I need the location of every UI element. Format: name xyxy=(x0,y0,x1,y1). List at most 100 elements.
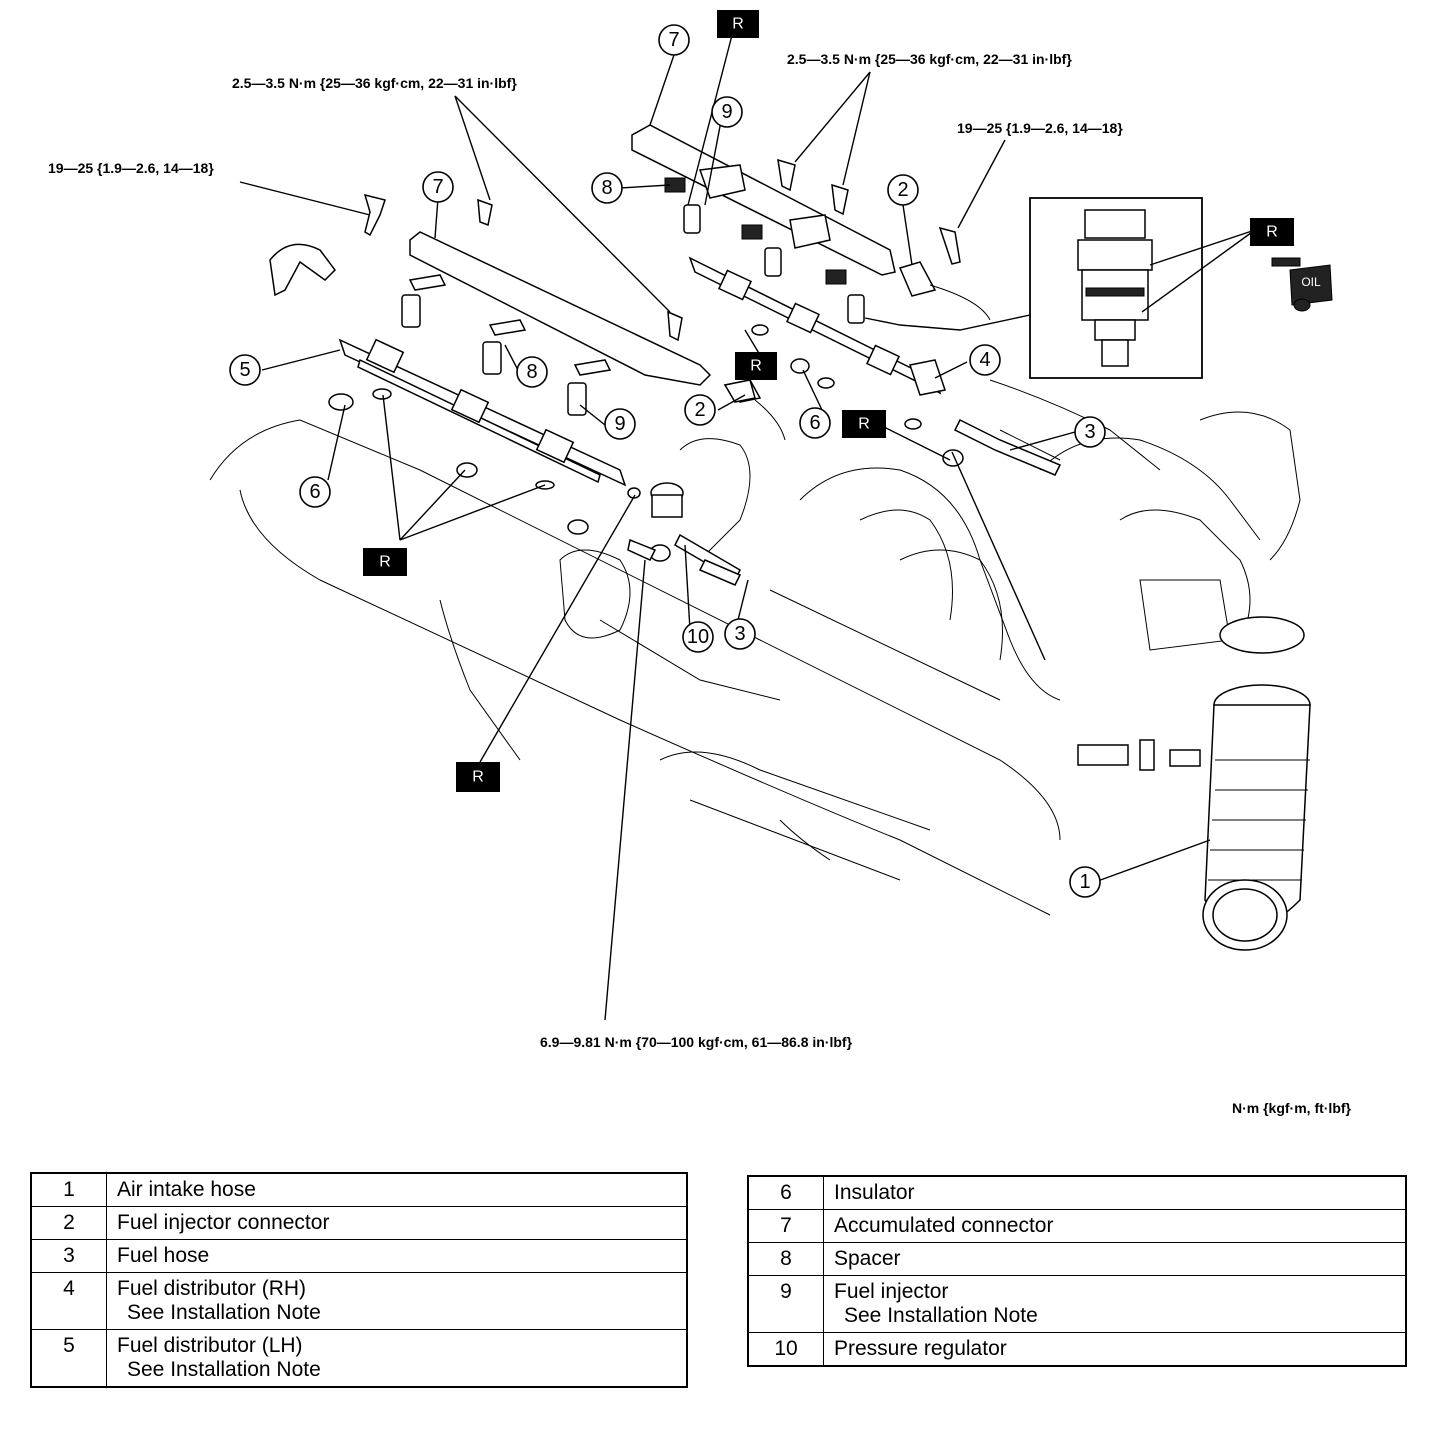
legend-part-name: Fuel distributor (RH) xyxy=(117,1277,307,1300)
bolts-drawing xyxy=(363,158,961,342)
legend-row: 10 Pressure regulator xyxy=(747,1332,1407,1367)
svg-text:2: 2 xyxy=(897,179,908,201)
legend-note: See Installation Note xyxy=(127,1301,321,1324)
torque-units-label: N·m {kgf·m, ft·lbf} xyxy=(1232,1100,1352,1116)
engine-outline xyxy=(209,379,1301,916)
callout-4: 4 xyxy=(969,344,1001,376)
svg-text:R: R xyxy=(1266,224,1278,241)
callout-10: 10 xyxy=(682,621,714,653)
legend-number: 1 xyxy=(30,1172,107,1207)
injector-detail-inset xyxy=(864,197,1203,379)
svg-text:R: R xyxy=(750,358,762,375)
legend-row: 1 Air intake hose xyxy=(30,1172,688,1207)
callout-8a: 8 xyxy=(591,172,623,204)
svg-text:1: 1 xyxy=(1079,871,1090,893)
injectors-right-drawing xyxy=(664,177,865,324)
exploded-parts-diagram: 2.5—3.5 N·m {25—36 kgf·cm, 22—31 in·lbf}… xyxy=(48,10,1352,1116)
accumulated-connector-left-drawing xyxy=(269,231,712,386)
legend-row: 8 Spacer xyxy=(747,1242,1407,1276)
fuel-distributor-lh-drawing xyxy=(328,338,641,535)
legend-number: 3 xyxy=(30,1239,107,1273)
replace-mark-center: R xyxy=(735,352,777,380)
callout-6b: 6 xyxy=(799,407,831,439)
svg-text:3: 3 xyxy=(1084,421,1095,443)
callout-1: 1 xyxy=(1069,866,1101,898)
parts-legend-right: 6 Insulator 7 Accumulated connector 8 Sp… xyxy=(747,1175,1407,1367)
legend-row: 2 Fuel injector connector xyxy=(30,1206,688,1240)
legend-part-name: Accumulated connector xyxy=(834,1214,1054,1237)
legend-part-name: Fuel injector connector xyxy=(117,1211,330,1234)
callout-9b: 9 xyxy=(604,408,636,440)
legend-part-name: Fuel hose xyxy=(117,1244,210,1267)
svg-text:7: 7 xyxy=(432,176,443,198)
svg-text:R: R xyxy=(379,554,391,571)
svg-text:R: R xyxy=(732,16,744,33)
legend-row: 5 Fuel distributor (LH)See Installation … xyxy=(30,1329,688,1388)
legend-part-name: Spacer xyxy=(834,1247,901,1270)
legend-number: 9 xyxy=(747,1275,824,1333)
legend-note: See Installation Note xyxy=(127,1358,321,1381)
replace-mark-regulator: R xyxy=(456,762,500,792)
svg-text:8: 8 xyxy=(601,177,612,199)
legend-number: 8 xyxy=(747,1242,824,1276)
torque-label-top-right: 2.5—3.5 N·m {25—36 kgf·cm, 22—31 in·lbf} xyxy=(787,51,1072,67)
accumulated-connector-right-drawing xyxy=(631,124,896,276)
svg-text:5: 5 xyxy=(239,359,250,381)
legend-part-name: Insulator xyxy=(834,1181,915,1204)
legend-row: 7 Accumulated connector xyxy=(747,1209,1407,1243)
parts-legend-left: 1 Air intake hose 2 Fuel injector connec… xyxy=(30,1172,688,1388)
legend-part-name: Pressure regulator xyxy=(834,1337,1007,1360)
svg-text:9: 9 xyxy=(721,101,732,123)
callout-6a: 6 xyxy=(299,476,331,508)
svg-text:8: 8 xyxy=(526,361,537,383)
torque-label-right: 19—25 {1.9—2.6, 14—18} xyxy=(957,120,1123,136)
legend-number: 5 xyxy=(30,1329,107,1388)
leader-lines xyxy=(239,11,1256,1021)
svg-text:3: 3 xyxy=(734,623,745,645)
torque-label-left: 19—25 {1.9—2.6, 14—18} xyxy=(48,160,214,176)
replace-mark-inset: R xyxy=(1250,218,1294,246)
replace-mark-right-rail: R xyxy=(842,410,886,438)
legend-part-name: Fuel injector xyxy=(834,1280,949,1303)
legend-row: 4 Fuel distributor (RH)See Installation … xyxy=(30,1272,688,1330)
legend-part-name: Fuel distributor (LH) xyxy=(117,1334,303,1357)
svg-text:10: 10 xyxy=(687,626,709,648)
legend-number: 10 xyxy=(747,1332,824,1367)
callout-2a: 2 xyxy=(887,174,919,206)
svg-text:2: 2 xyxy=(694,399,705,421)
replace-mark-top: R xyxy=(717,10,759,38)
svg-text:4: 4 xyxy=(979,349,990,371)
callout-7b: 7 xyxy=(422,171,454,203)
legend-note: See Installation Note xyxy=(844,1304,1038,1327)
replace-mark-left-rail: R xyxy=(363,548,407,576)
callout-5: 5 xyxy=(229,354,261,386)
callout-3a: 3 xyxy=(1074,416,1106,448)
legend-number: 6 xyxy=(747,1175,824,1210)
callout-9a: 9 xyxy=(711,96,743,128)
legend-number: 2 xyxy=(30,1206,107,1240)
legend-number: 7 xyxy=(747,1209,824,1243)
callout-7a: 7 xyxy=(658,24,690,56)
legend-row: 6 Insulator xyxy=(747,1175,1407,1210)
air-intake-hose-drawing xyxy=(1077,616,1311,951)
svg-text:9: 9 xyxy=(614,413,625,435)
legend-part-name: Air intake hose xyxy=(117,1178,256,1201)
injector-connectors-drawing xyxy=(723,261,991,441)
fuel-distributor-rh-drawing xyxy=(688,256,964,467)
svg-text:6: 6 xyxy=(309,481,320,503)
callout-3b: 3 xyxy=(724,618,756,650)
svg-text:R: R xyxy=(858,416,870,433)
pressure-regulator-drawing xyxy=(627,418,1062,586)
oil-mark-label: OIL xyxy=(1301,275,1321,289)
svg-text:7: 7 xyxy=(668,29,679,51)
torque-label-bottom: 6.9—9.81 N·m {70—100 kgf·cm, 61—86.8 in·… xyxy=(540,1034,853,1050)
callout-8b: 8 xyxy=(516,356,548,388)
legend-row: 3 Fuel hose xyxy=(30,1239,688,1273)
legend-number: 4 xyxy=(30,1272,107,1330)
svg-text:6: 6 xyxy=(809,412,820,434)
svg-text:R: R xyxy=(472,769,484,786)
oil-mark: OIL xyxy=(1271,257,1333,312)
torque-label-top-center: 2.5—3.5 N·m {25—36 kgf·cm, 22—31 in·lbf} xyxy=(232,75,517,91)
callout-2b: 2 xyxy=(684,394,716,426)
